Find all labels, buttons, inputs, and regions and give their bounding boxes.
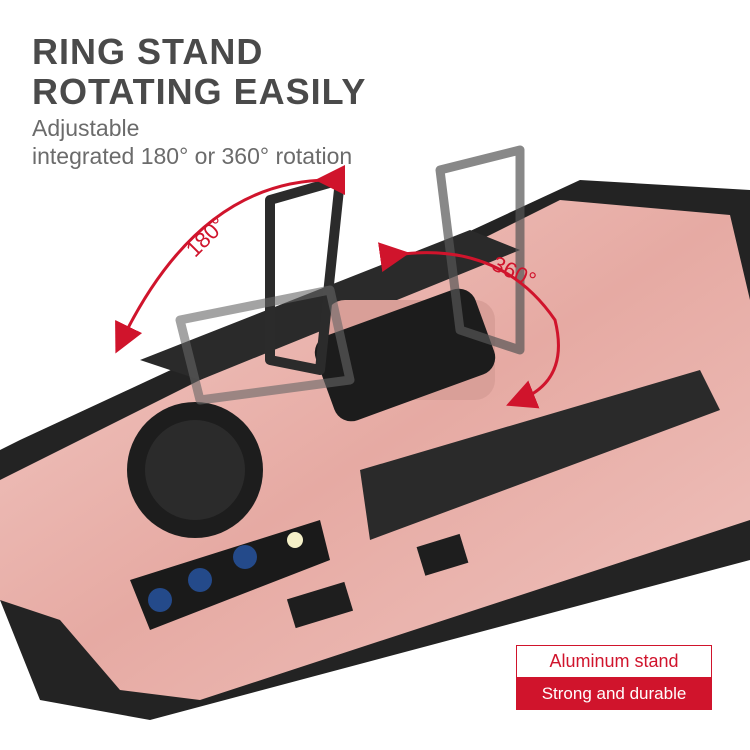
volume-button bbox=[286, 581, 354, 629]
camera-lens-icon bbox=[233, 545, 257, 569]
camera-module bbox=[130, 520, 330, 630]
camera-lens-icon bbox=[148, 588, 172, 612]
camera-ring bbox=[145, 420, 245, 520]
power-button bbox=[416, 533, 469, 576]
camera-lens-icon bbox=[188, 568, 212, 592]
subtitle-line1: Adjustable bbox=[32, 115, 140, 141]
label-180: 180° bbox=[181, 212, 231, 262]
arrow-360 bbox=[378, 242, 560, 409]
arrow-180 bbox=[115, 164, 346, 354]
feature-subtitle: Strong and durable bbox=[516, 677, 712, 710]
subtitle-line2: integrated 180° or 360° rotation bbox=[32, 143, 353, 169]
headline-line1: RING STAND bbox=[32, 31, 264, 72]
headline-line2: ROTATING EASILY bbox=[32, 71, 367, 112]
feature-title: Aluminum stand bbox=[516, 645, 712, 678]
tread-grip-bottom bbox=[360, 370, 720, 540]
flash-icon bbox=[287, 532, 303, 548]
